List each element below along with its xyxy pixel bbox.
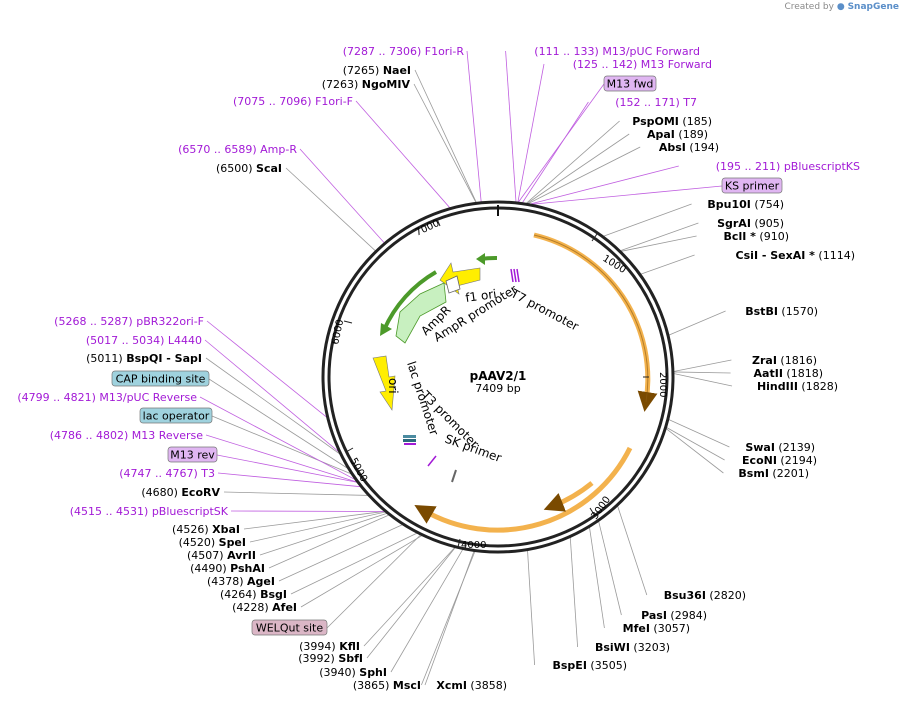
plasmid-length: 7409 bp	[475, 382, 520, 395]
site-label-bcli: BclI * (910)	[724, 230, 789, 243]
site-label-bspei: BspEI (3505)	[553, 659, 628, 672]
f1-ori-arrowhead-left	[380, 323, 392, 336]
plasmid-name: pAAV2/1	[470, 369, 527, 383]
site-label-pspomi: PspOMI (185)	[632, 115, 712, 128]
site-label-ecorv: (4680) EcoRV	[141, 486, 220, 499]
site-label-bsgi: (4264) BsgI	[220, 588, 287, 601]
site-label-aatii: AatII (1818)	[754, 367, 823, 380]
site-label-sphi: (3940) SphI	[319, 666, 387, 679]
feature-box-cap-binding-site: CAP binding site	[111, 370, 210, 387]
feature-box-welqut-site: WELQut site	[251, 619, 328, 636]
feature-box-m13-rev: M13 rev	[167, 446, 218, 463]
tick-4000: 4000	[461, 540, 486, 551]
label-layer: (7265) NaeI(7263) NgoMIV (6500) ScaI PspOM…	[17, 45, 860, 692]
primer-label-m13-puc-forward: (111 .. 133) M13/pUC Forward	[534, 45, 700, 58]
primer-label-f1ori-r: (7287 .. 7306) F1ori-R	[343, 45, 465, 58]
tick-2000: 2000	[657, 372, 668, 397]
feature-box-ks-primer: KS primer	[721, 177, 783, 194]
primer-label-t7: (152 .. 171) T7	[615, 96, 697, 109]
site-label-econi: EcoNI (2194)	[742, 454, 817, 467]
site-label-hindiii: HindIII (1828)	[757, 380, 838, 393]
site-label-naei: (7265) NaeI	[343, 64, 411, 77]
site-label-xcmi: XcmI (3858)	[436, 679, 507, 692]
svg-text:lac operator: lac operator	[143, 410, 210, 423]
primer-label-pbluescriptks: (195 .. 211) pBluescriptKS	[716, 160, 860, 173]
credit-brand: SnapGene	[847, 2, 899, 12]
primer-label-m13-forward: (125 .. 142) M13 Forward	[573, 58, 712, 71]
svg-text:WELQut site: WELQut site	[256, 622, 323, 635]
site-label-sgrai: SgrAI (905)	[717, 217, 784, 230]
primer-label-f1ori-f: (7075 .. 7096) F1ori-F	[233, 95, 353, 108]
svg-text:M13 fwd: M13 fwd	[607, 78, 654, 91]
primer-label-l4440: (5017 .. 5034) L4440	[86, 334, 202, 347]
ampr-promoter-box	[445, 275, 461, 294]
feature-label-ori: ori	[386, 378, 400, 394]
site-label-bspqi-sapi: (5011) BspQI - SapI	[86, 352, 202, 365]
feature-box-m13-fwd: M13 fwd	[603, 75, 657, 92]
t7-promoter-marks	[510, 268, 520, 283]
site-label-bsmi: BsmI (2201)	[738, 467, 809, 480]
tick-3000: 3000	[589, 495, 613, 522]
snapgene-logo-icon: ●	[836, 2, 845, 12]
primer-label-t3: (4747 .. 4767) T3	[119, 467, 215, 480]
snapgene-credit: Created by ● SnapGene	[784, 2, 899, 12]
svg-text:M13 rev: M13 rev	[170, 449, 215, 462]
site-label-afei: (4228) AfeI	[232, 601, 297, 614]
site-label-spei: (4520) SpeI	[179, 536, 246, 549]
feature-arc-right-edge	[533, 234, 649, 403]
site-label-apai: ApaI (189)	[647, 128, 708, 141]
lac-region-marks	[403, 435, 457, 483]
site-label-mfei: MfeI (3057)	[623, 622, 690, 635]
site-label-kfli: (3994) KflI	[299, 640, 360, 653]
site-label-absi: AbsI (194)	[659, 141, 719, 154]
credit-prefix: Created by	[784, 2, 834, 12]
primer-label-m13-puc-reverse: (4799 .. 4821) M13/pUC Reverse	[17, 391, 197, 404]
site-label-bsiwi: BsiWI (3203)	[595, 641, 670, 654]
ori-arrow	[372, 355, 396, 411]
backbone-outer	[321, 200, 675, 554]
site-label-ngomiv: (7263) NgoMIV	[322, 78, 411, 91]
site-label-bpu10i: Bpu10I (754)	[707, 198, 784, 211]
primer-label-pbr322ori-f: (5268 .. 5287) pBR322ori-F	[54, 315, 204, 328]
site-label-avrii: (4507) AvrII	[187, 549, 256, 562]
primer-label-m13-reverse: (4786 .. 4802) M13 Reverse	[50, 429, 203, 442]
tick-6000: 6000	[330, 318, 346, 345]
site-label-csii-sexai: CsiI - SexAI * (1114)	[736, 249, 855, 262]
feature-box-lac-operator: lac operator	[139, 407, 213, 424]
site-label-pshai: (4490) PshAI	[190, 562, 265, 575]
primer-leader-lines	[199, 50, 723, 512]
site-label-xbai: (4526) XbaI	[172, 523, 240, 536]
primer-label-amp-r: (6570 .. 6589) Amp-R	[178, 143, 297, 156]
site-label-scai: (6500) ScaI	[216, 162, 282, 175]
svg-text:KS primer: KS primer	[725, 180, 780, 193]
feature-label-f1-ori: f1 ori	[464, 287, 497, 305]
site-label-bstbi: BstBI (1570)	[745, 305, 818, 318]
site-label-sbfi: (3992) SbfI	[298, 652, 363, 665]
site-label-bsu36i: Bsu36I (2820)	[664, 589, 746, 602]
leader-lines	[205, 69, 733, 686]
site-label-swai: SwaI (2139)	[745, 441, 815, 454]
feature-arc-bottom	[414, 446, 633, 533]
scale-ticks	[343, 218, 649, 548]
site-label-pasi: PasI (2984)	[641, 609, 707, 622]
site-label-zrai: ZraI (1816)	[752, 354, 817, 367]
feature-arc-bottom-short	[543, 481, 594, 512]
site-label-agei: (4378) AgeI	[207, 575, 275, 588]
f1-ori-arrowhead-top	[476, 253, 485, 265]
svg-text:CAP binding site: CAP binding site	[116, 373, 206, 386]
ampr-arrow	[395, 282, 447, 344]
f1-ori-arc-left	[382, 270, 437, 331]
site-label-msci: (3865) MscI	[353, 679, 421, 692]
primer-label-pbluescriptsk: (4515 .. 4531) pBluescriptSK	[70, 505, 229, 518]
